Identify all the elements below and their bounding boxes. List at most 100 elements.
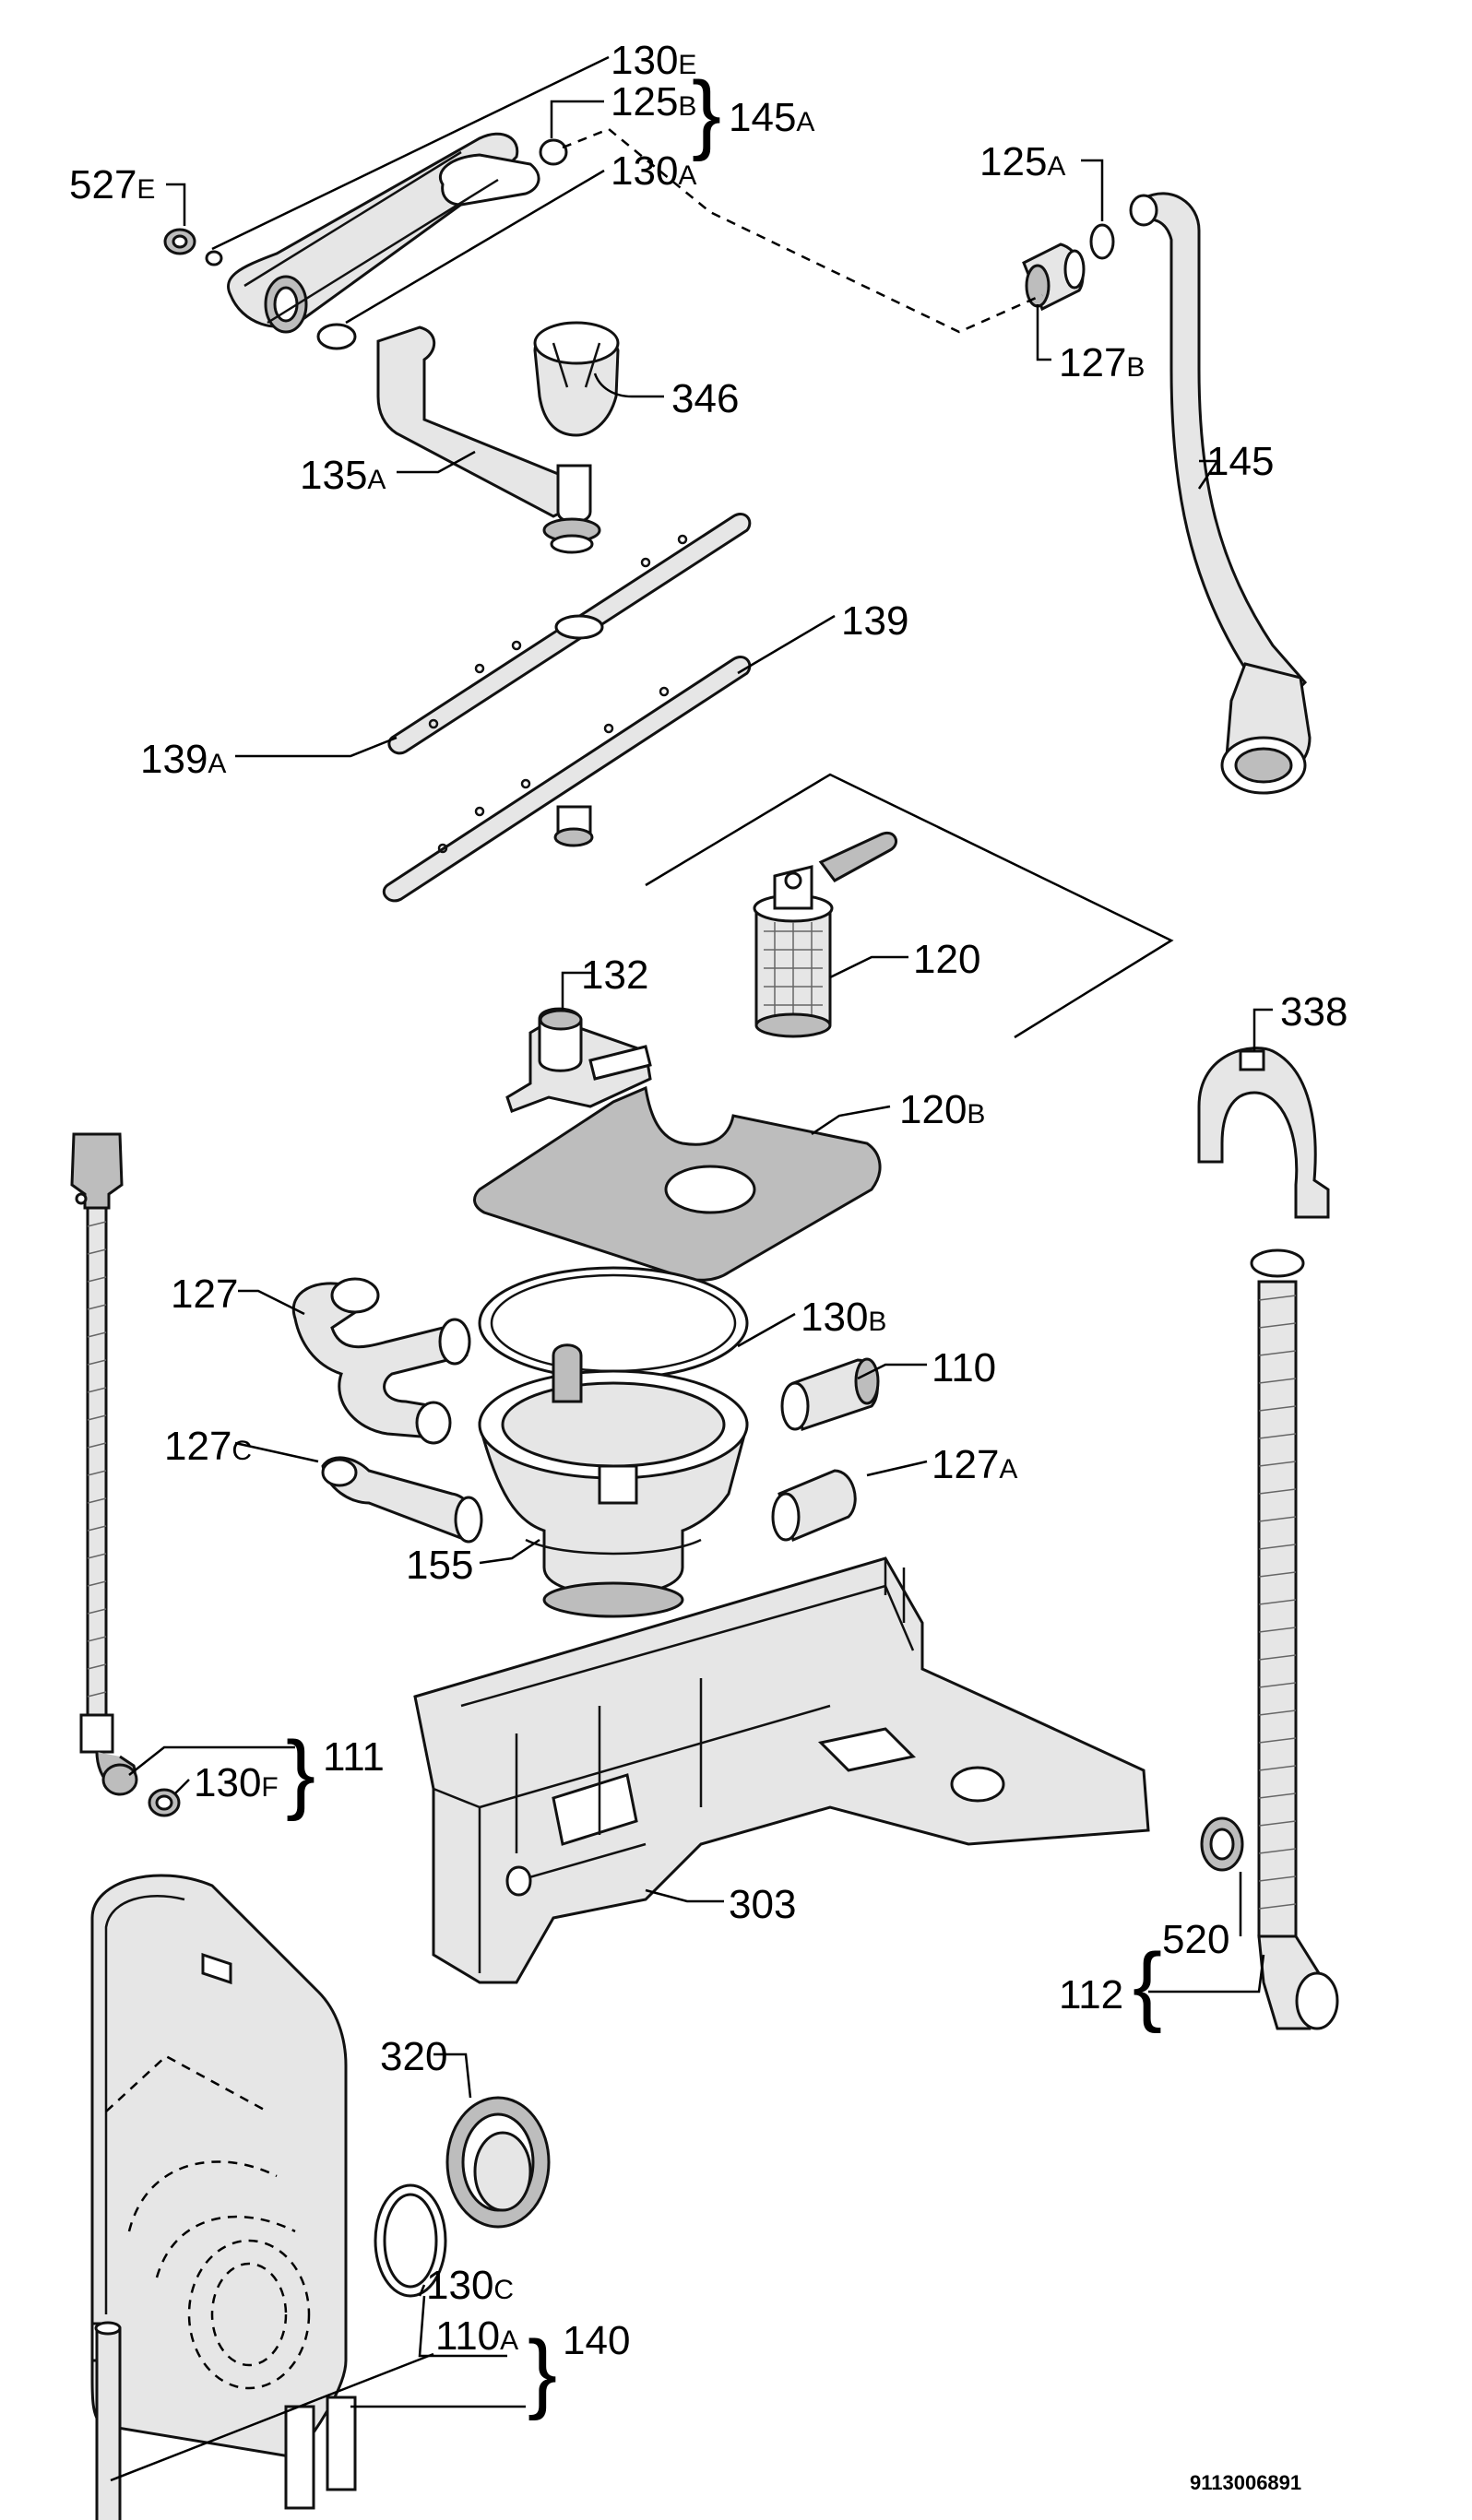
svg-text:125B: 125B	[611, 79, 696, 124]
label-303: 303	[729, 1882, 796, 1927]
clamp-520	[1200, 1816, 1244, 1872]
hose-127	[291, 1277, 471, 1445]
svg-text:139A: 139A	[140, 737, 226, 782]
svg-text:527E: 527E	[69, 162, 155, 207]
label-112: 112	[1059, 1972, 1123, 2017]
label-130a: 130A	[611, 148, 696, 194]
svg-text:127A: 127A	[932, 1442, 1017, 1487]
label-110: 110	[932, 1345, 996, 1390]
flat-filter-120b	[473, 1085, 882, 1282]
label-145a: 145A	[729, 95, 814, 140]
svg-text:338: 338	[1280, 989, 1347, 1035]
drain-hose-112	[1250, 1248, 1339, 2030]
spray-arm-support-135a	[376, 325, 601, 554]
svg-text:112: 112	[1059, 1972, 1123, 2017]
label-320: 320	[380, 2034, 447, 2079]
cone-part-346	[533, 321, 620, 437]
label-127a: 127A	[932, 1442, 1017, 1487]
svg-text:120B: 120B	[899, 1087, 985, 1132]
svg-text:110A: 110A	[435, 2313, 518, 2359]
svg-text:110: 110	[932, 1345, 996, 1390]
o-ring-130c	[374, 2183, 447, 2298]
leader-lines	[110, 55, 1273, 2482]
label-130c: 130C	[426, 2263, 514, 2308]
label-120: 120	[913, 937, 980, 982]
brace-145a: }	[692, 64, 721, 162]
pipe-110a	[94, 2321, 122, 2520]
svg-text:135A: 135A	[300, 453, 386, 498]
svg-text:520: 520	[1162, 1917, 1229, 1962]
upper-spray-pipe-assembly	[227, 132, 540, 334]
label-139a: 139A	[140, 737, 226, 782]
o-ring-125b	[539, 138, 568, 166]
brace-111: }	[286, 1723, 315, 1822]
spray-arm-139a	[387, 513, 752, 755]
nut-130f	[148, 1788, 181, 1817]
label-338: 338	[1280, 989, 1347, 1035]
brace-140: }	[528, 2323, 557, 2421]
label-111: 111	[323, 1734, 385, 1780]
svg-text:145A: 145A	[729, 95, 814, 140]
coupling-127a	[771, 1469, 857, 1543]
o-ring-125a	[1089, 223, 1115, 260]
svg-text:155: 155	[406, 1543, 473, 1588]
coupling-110	[780, 1357, 880, 1431]
spray-arm-holes	[428, 534, 688, 854]
brace-112: {	[1133, 1935, 1162, 2034]
label-130b: 130B	[801, 1295, 886, 1340]
svg-text:145: 145	[1206, 439, 1274, 484]
svg-text:127C: 127C	[164, 1424, 252, 1469]
label-520: 520	[1162, 1917, 1229, 1962]
filter-120	[753, 831, 897, 1038]
label-130f: 130F	[194, 1760, 279, 1805]
label-127: 127	[171, 1272, 238, 1317]
hose-clip-338	[1197, 1047, 1330, 1219]
svg-text:130C: 130C	[426, 2263, 514, 2308]
drain-hose-145	[1129, 192, 1312, 795]
label-130e: 130E	[611, 38, 696, 83]
label-127c: 127C	[164, 1424, 252, 1469]
svg-text:346: 346	[671, 376, 739, 421]
label-135a: 135A	[300, 453, 386, 498]
label-120b: 120B	[899, 1087, 985, 1132]
spray-arm-139	[382, 656, 752, 903]
svg-text:127B: 127B	[1059, 340, 1145, 385]
coupling-127b	[1022, 243, 1086, 312]
svg-text:130A: 130A	[611, 148, 696, 194]
inlet-hose-111	[70, 1132, 138, 1796]
svg-text:120: 120	[913, 937, 980, 982]
svg-text:320: 320	[380, 2034, 447, 2079]
label-132: 132	[581, 952, 648, 998]
document-number: 9113006891	[1190, 2471, 1301, 2494]
seal-320	[445, 2096, 551, 2229]
label-145: 145	[1206, 439, 1274, 484]
nut-527e	[163, 228, 196, 255]
label-139: 139	[841, 598, 908, 644]
small-o-ring	[205, 250, 223, 266]
label-155: 155	[406, 1543, 473, 1588]
svg-text:127: 127	[171, 1272, 238, 1317]
label-110a: 110A	[435, 2313, 518, 2359]
label-127b: 127B	[1059, 340, 1145, 385]
svg-text:111: 111	[323, 1734, 385, 1780]
svg-text:140: 140	[563, 2318, 630, 2363]
o-ring-130a	[316, 323, 357, 350]
label-140: 140	[563, 2318, 630, 2363]
filter-group-bracket	[645, 773, 1174, 1039]
base-frame-303	[413, 1556, 1150, 1984]
label-125a: 125A	[979, 139, 1065, 184]
svg-text:125A: 125A	[979, 139, 1065, 184]
hose-127c	[321, 1456, 483, 1544]
side-panel-140	[90, 1874, 357, 2510]
svg-text:139: 139	[841, 598, 908, 644]
part-132	[505, 1007, 652, 1113]
sump-155	[478, 1266, 749, 1618]
svg-text:303: 303	[729, 1882, 796, 1927]
svg-text:132: 132	[581, 952, 648, 998]
label-527e: 527E	[69, 162, 155, 207]
svg-text:130B: 130B	[801, 1295, 886, 1340]
label-346: 346	[671, 376, 739, 421]
svg-text:130E: 130E	[611, 38, 696, 83]
label-125b: 125B	[611, 79, 696, 124]
